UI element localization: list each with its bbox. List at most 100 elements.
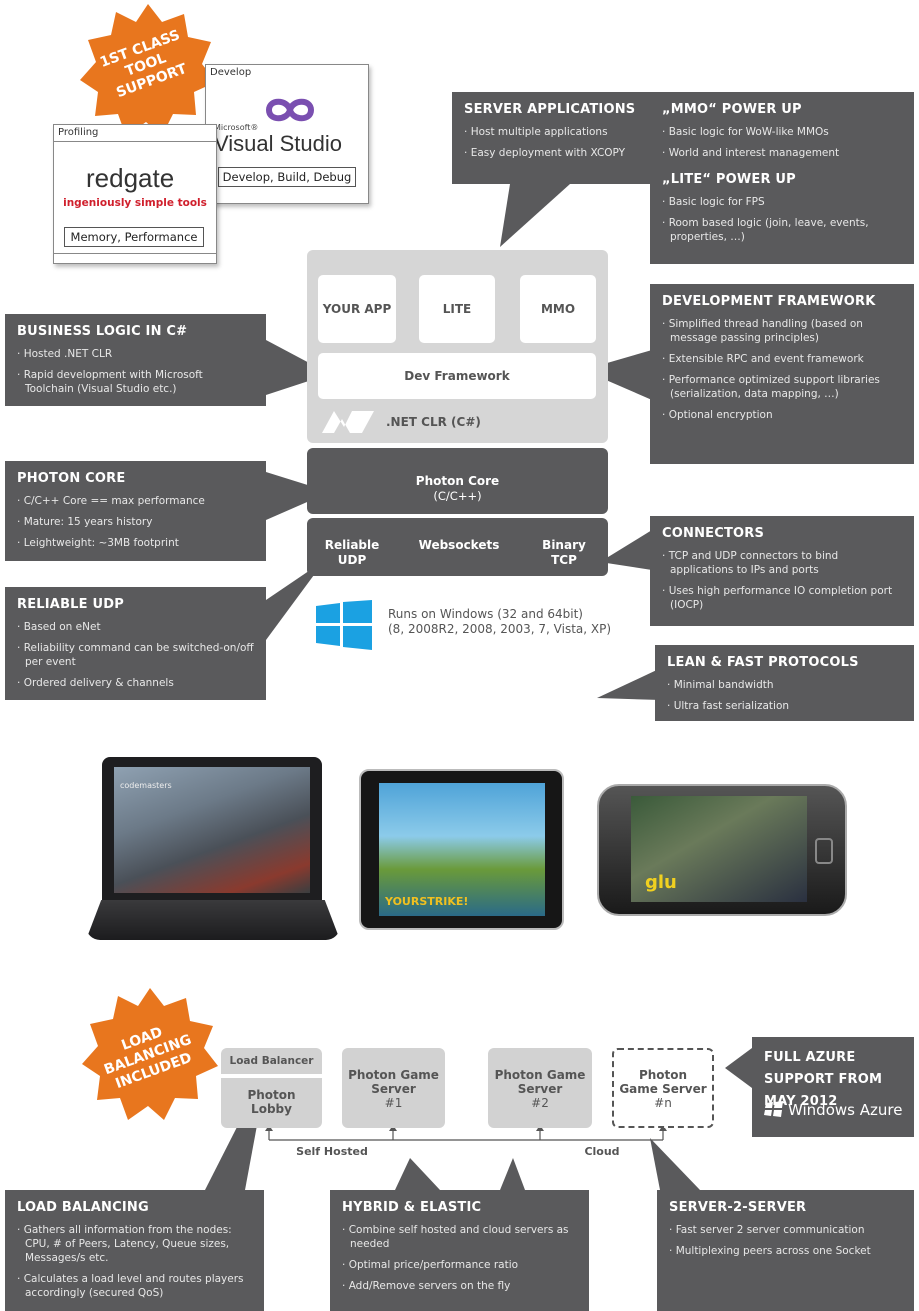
list-item: Fast server 2 server communication [669,1223,902,1237]
list-item: Multiplexing peers across one Socket [669,1244,902,1258]
list-item: Optimal price/performance ratio [342,1258,577,1272]
visual-studio-card: Develop Microsoft® Visual Studio Develop… [205,64,369,204]
list-item: Host multiple applications [464,125,640,139]
photon-core-sub: (C/C++) [433,489,482,503]
lean-protocols-callout: LEAN & FAST PROTOCOLS Minimal bandwidth … [655,645,914,721]
photon-core-callout: PHOTON CORE C/C++ Core == max performanc… [5,461,266,561]
lobby-label: Photon Lobby [247,1088,296,1116]
windows-line-1: Runs on Windows (32 and 64bit) [388,607,583,621]
laptop-image: codemasters [102,757,322,913]
server-title: Photon Game Server [348,1068,439,1096]
self-hosted-label: Self Hosted [296,1145,368,1158]
connectors-title: CONNECTORS [662,526,765,541]
list-item: Minimal bandwidth [667,678,902,692]
laptop-screen: codemasters [114,767,310,893]
clr-label: .NET CLR (C#) [386,415,481,429]
power-up-callout: „MMO“ POWER UP Basic logic for WoW-like … [650,92,914,264]
server-title: Photon Game Server [619,1068,707,1096]
windows-logo-icon [316,600,372,650]
list-item: Hosted .NET CLR [17,347,254,361]
game-server-1: Photon Game Server #1 [342,1048,445,1128]
list-item: Basic logic for FPS [662,195,902,209]
server-applications-callout: SERVER APPLICATIONS Host multiple applic… [452,92,652,184]
tool-support-badge-icon [80,4,216,136]
laptop-brand: codemasters [120,781,172,790]
server-2-server-title: SERVER-2-SERVER [669,1200,807,1215]
list-item: Combine self hosted and cloud servers as… [342,1223,577,1251]
list-item: Gathers all information from the nodes: … [17,1223,252,1265]
your-app-box: YOUR APP [318,275,396,343]
load-balancer-box: Load Balancer Photon Lobby [221,1048,322,1128]
windows-line-2: (8, 2008R2, 2008, 2003, 7, Vista, XP) [388,622,612,636]
laptop-keyboard [86,900,340,940]
redgate-logo: redgate [86,163,175,193]
list-item: Extensible RPC and event framework [662,352,902,366]
server-number: #n [654,1096,672,1110]
develop-caption: Develop, Build, Debug [218,167,356,187]
server-2-server-callout: SERVER-2-SERVER Fast server 2 server com… [657,1190,914,1311]
development-framework-callout: DEVELOPMENT FRAMEWORK Simplified thread … [650,284,914,464]
tablet-screen: YOURSTRIKE! [379,783,545,916]
profiling-caption: Memory, Performance [64,227,204,247]
list-item: TCP and UDP connectors to bind applicati… [662,549,902,577]
microsoft-label: Microsoft® [214,123,259,132]
list-item: Mature: 15 years history [17,515,254,529]
dev-framework-box: Dev Framework [318,353,596,399]
windows-azure-label: Windows Azure [788,1101,903,1119]
visual-studio-logo-icon [265,98,315,122]
load-balancing-callout: LOAD BALANCING Gathers all information f… [5,1190,264,1311]
windows-support-text: Runs on Windows (32 and 64bit) (8, 2008R… [388,607,611,637]
list-item: Ultra fast serialization [667,699,902,713]
cloud-label: Cloud [584,1145,620,1158]
profiling-tag: Profiling [58,127,99,138]
lean-protocols-title: LEAN & FAST PROTOCOLS [667,655,859,670]
phone-screen: glu [631,796,807,902]
develop-tag: Develop [210,67,252,78]
list-item: Based on eNet [17,620,254,634]
list-item: Calculates a load level and routes playe… [17,1272,252,1300]
windows-azure-logo-icon [764,1101,783,1117]
redgate-slogan: ingeniously simple tools [63,197,207,209]
reliable-udp-label: Reliable UDP [324,538,380,567]
websockets-label: Websockets [418,538,500,552]
reliable-udp-callout: RELIABLE UDP Based on eNet Reliability c… [5,587,266,700]
load-balancing-badge-icon [82,988,218,1120]
lite-title: „LITE“ POWER UP [662,172,796,187]
game-server-n: Photon Game Server #n [612,1048,714,1128]
reliable-udp-title: RELIABLE UDP [17,597,124,612]
game-server-2: Photon Game Server #2 [488,1048,592,1128]
business-logic-callout: BUSINESS LOGIC IN C# Hosted .NET CLR Rap… [5,314,266,406]
business-logic-title: BUSINESS LOGIC IN C# [17,324,188,339]
dotnet-logo-icon [322,411,374,433]
list-item: Leightweight: ~3MB footprint [17,536,254,550]
azure-title: FULL AZURE SUPPORT FROM MAY 2012 [764,1050,883,1109]
server-number: #2 [531,1096,549,1110]
photon-core-label: Photon Core [415,474,500,488]
hybrid-callout: HYBRID & ELASTIC Combine self hosted and… [330,1190,589,1311]
binary-tcp-label: Binary TCP [542,538,586,567]
azure-callout: FULL AZURE SUPPORT FROM MAY 2012 Windows… [752,1037,914,1137]
connectors-callout: CONNECTORS TCP and UDP connectors to bin… [650,516,914,626]
list-item: World and interest management [662,146,902,160]
server-title: Photon Game Server [494,1068,586,1096]
visual-studio-label: Visual Studio [214,131,343,156]
server-number: #1 [384,1096,403,1110]
list-item: Rapid development with Microsoft Toolcha… [17,368,254,396]
list-item: Optional encryption [662,408,902,422]
hybrid-title: HYBRID & ELASTIC [342,1200,482,1215]
list-item: Performance optimized support libraries … [662,373,902,401]
list-item: C/C++ Core == max performance [17,494,254,508]
list-item: Room based logic (join, leave, events, p… [662,216,902,244]
development-framework-title: DEVELOPMENT FRAMEWORK [662,294,876,309]
list-item: Add/Remove servers on the fly [342,1279,577,1293]
redgate-card: Profiling redgate ingeniously simple too… [53,124,217,264]
list-item: Uses high performance IO completion port… [662,584,902,612]
mmo-title: „MMO“ POWER UP [662,102,802,117]
tablet-image: YOURSTRIKE! [359,769,564,930]
list-item: Easy deployment with XCOPY [464,146,640,160]
server-applications-title: SERVER APPLICATIONS [464,102,636,117]
phone-image: glu [597,784,847,916]
list-item: Basic logic for WoW-like MMOs [662,125,902,139]
mmo-box: MMO [520,275,596,343]
photon-core-title: PHOTON CORE [17,471,126,486]
